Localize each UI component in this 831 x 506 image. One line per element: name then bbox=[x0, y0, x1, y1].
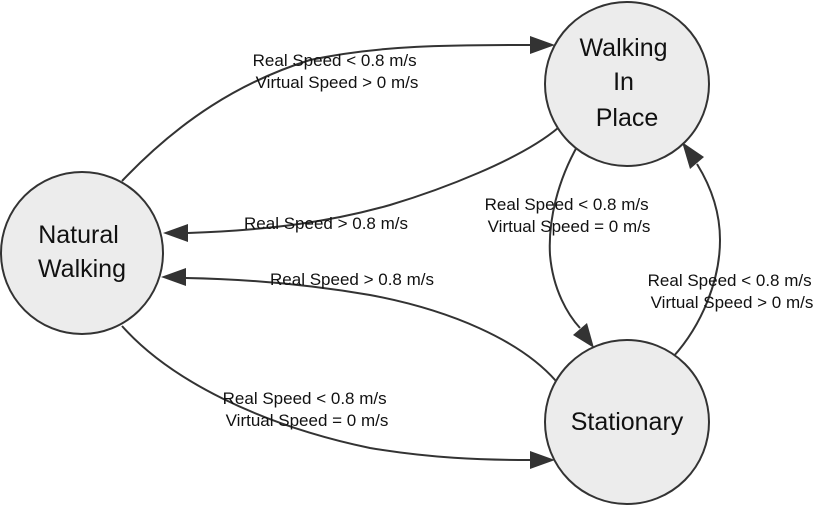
edge-walking-in-place-to-natural-walking bbox=[163, 127, 559, 242]
state-label: Walking In Place bbox=[580, 34, 675, 132]
arrowhead bbox=[682, 142, 704, 169]
arrowhead bbox=[530, 36, 555, 54]
transition-label-nw-to-stationary: Real Speed < 0.8 m/s Virtual Speed = 0 m… bbox=[223, 389, 392, 430]
edge-natural-walking-to-walking-in-place bbox=[121, 36, 555, 182]
transition-label-stationary-to-nw: Real Speed > 0.8 m/s bbox=[270, 270, 434, 289]
transition-label-nw-to-wip: Real Speed < 0.8 m/s Virtual Speed > 0 m… bbox=[253, 51, 422, 92]
state-label: Natural Walking bbox=[38, 221, 126, 283]
edge-stationary-to-walking-in-place bbox=[672, 142, 722, 358]
arrowhead bbox=[530, 451, 555, 469]
arrowhead bbox=[573, 323, 594, 348]
arrowhead bbox=[163, 224, 188, 242]
edge-stationary-to-natural-walking bbox=[161, 268, 557, 382]
transition-label-wip-to-stationary: Real Speed < 0.8 m/s Virtual Speed = 0 m… bbox=[485, 195, 654, 236]
arrowhead bbox=[161, 268, 186, 286]
state-stationary: Stationary bbox=[544, 339, 710, 505]
state-label: Stationary bbox=[571, 408, 684, 436]
edge-walking-in-place-to-stationary bbox=[548, 144, 594, 348]
state-walking-in-place: Walking In Place bbox=[544, 1, 710, 167]
transition-label-stationary-to-wip: Real Speed < 0.8 m/s Virtual Speed > 0 m… bbox=[648, 271, 817, 312]
state-natural-walking: Natural Walking bbox=[0, 171, 164, 335]
transition-label-wip-to-nw: Real Speed > 0.8 m/s bbox=[244, 214, 408, 233]
edge-natural-walking-to-stationary bbox=[121, 325, 555, 469]
